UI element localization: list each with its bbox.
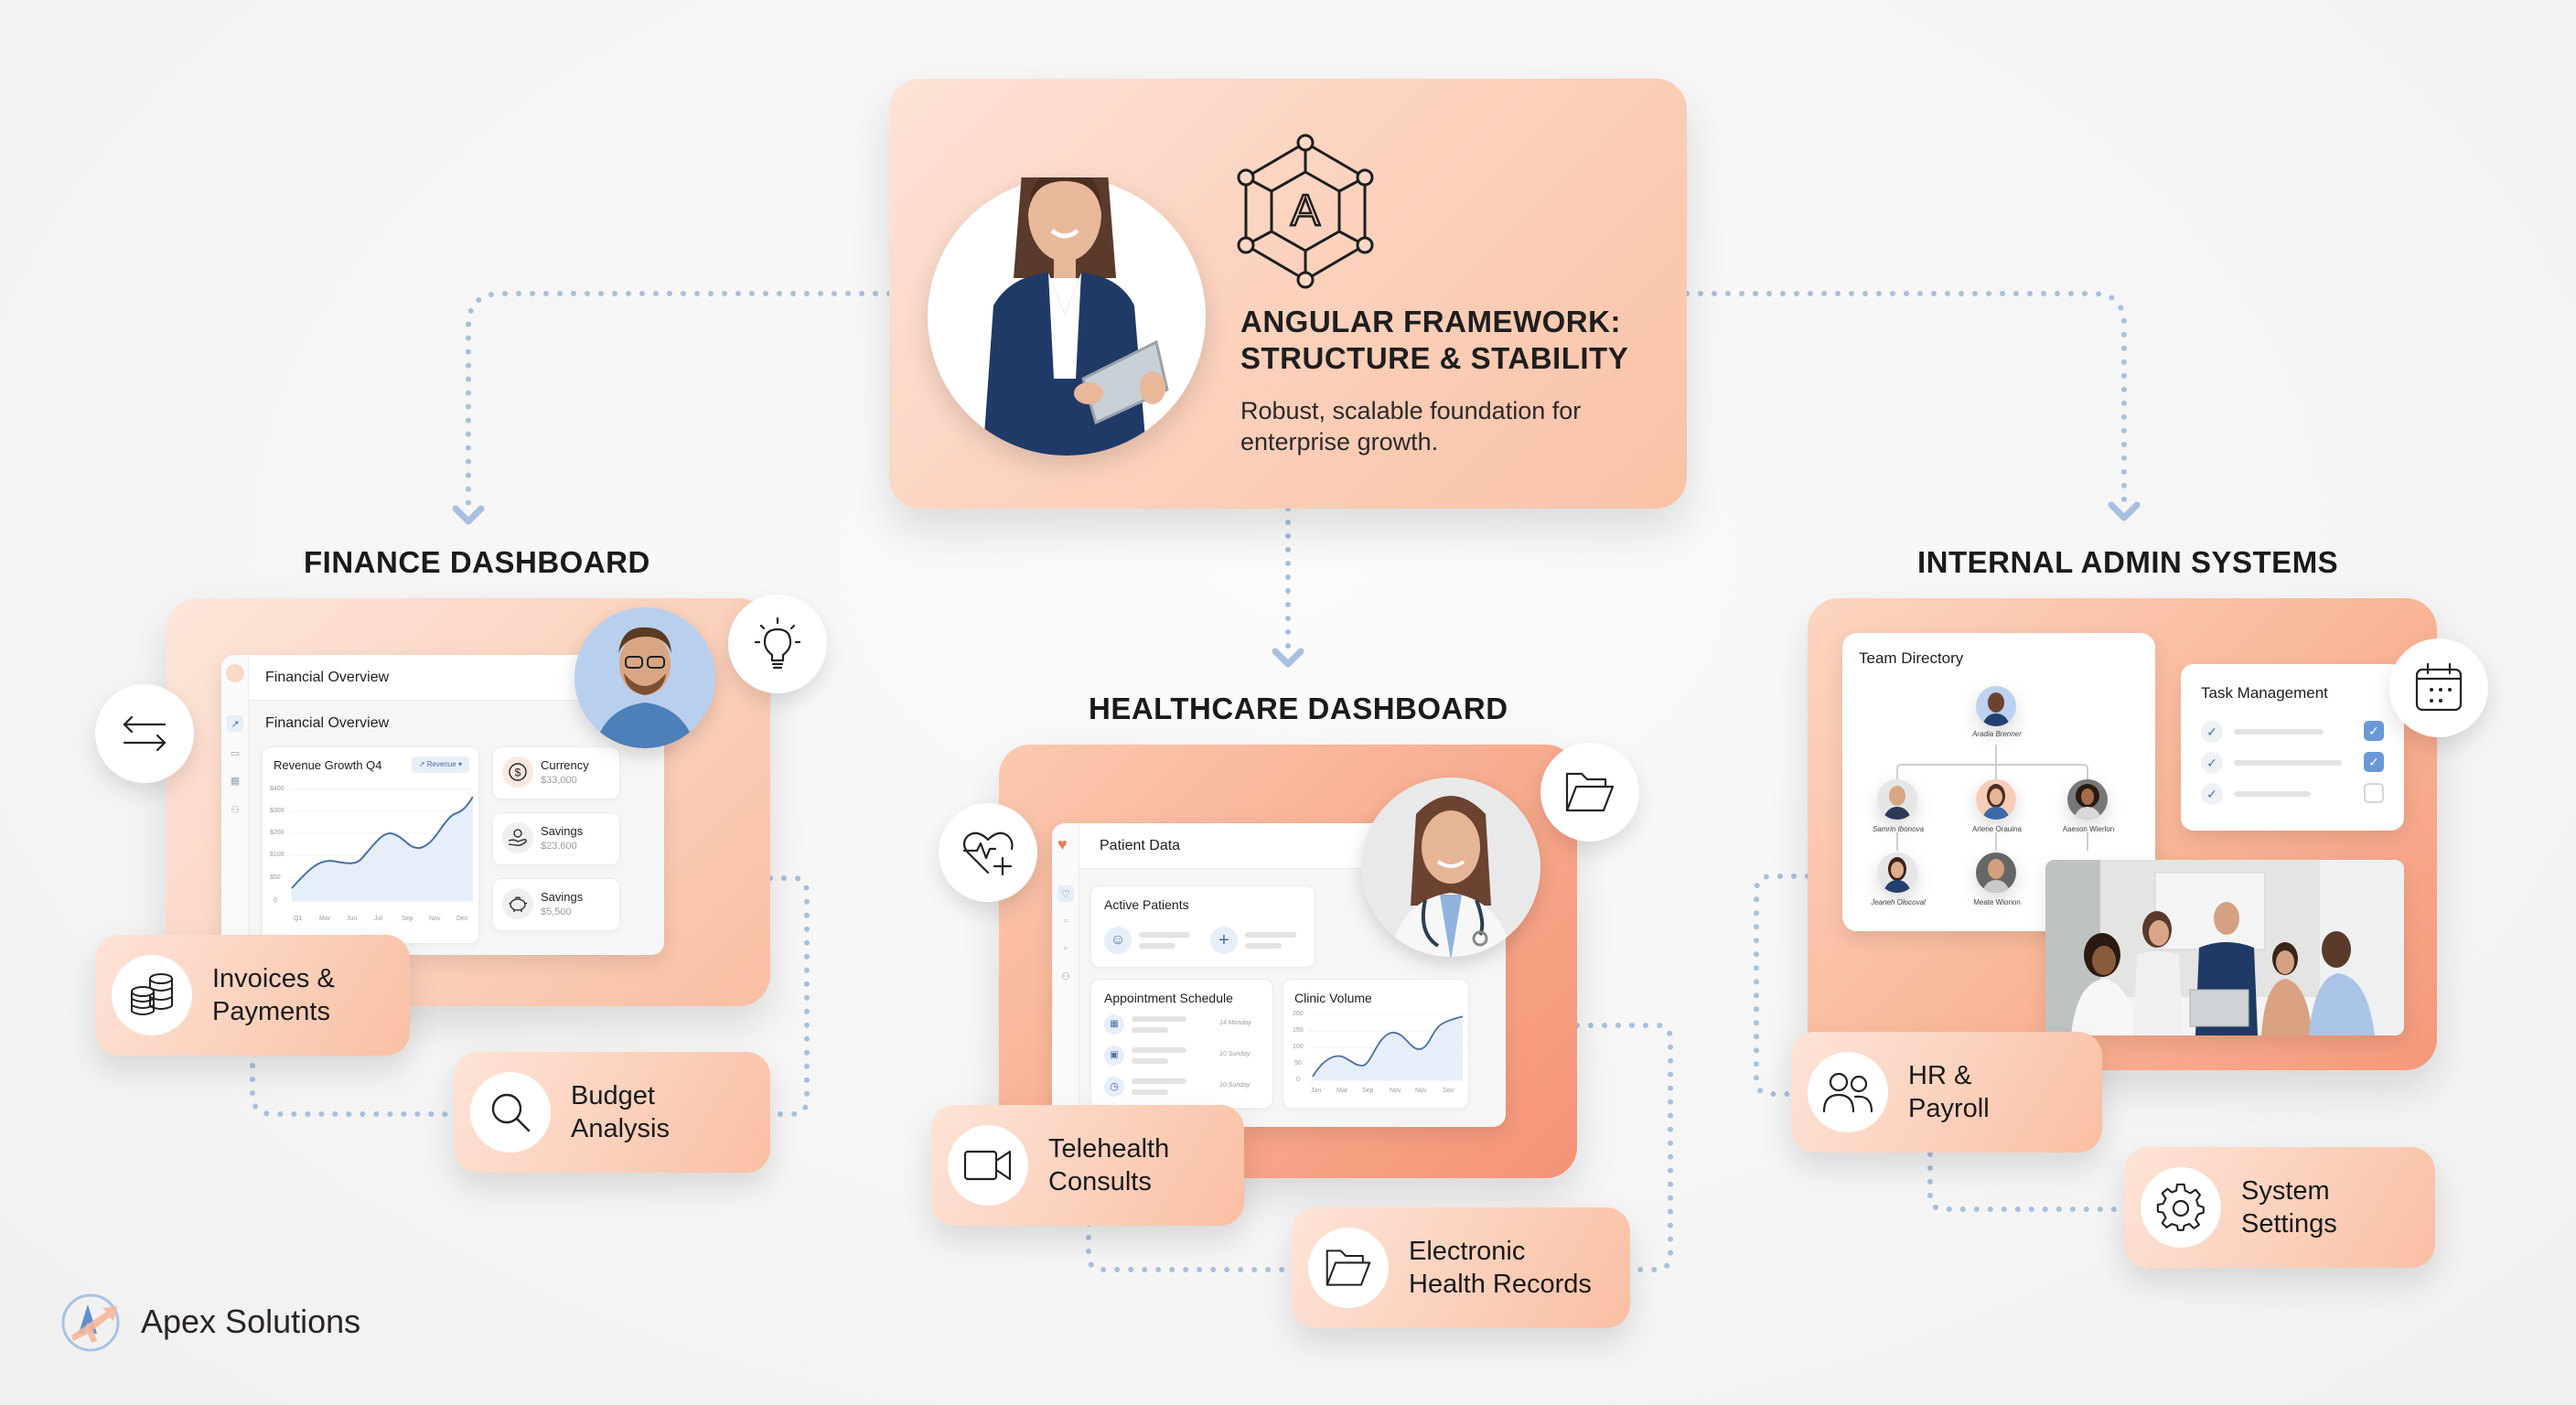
brand-footer: Apex Solutions — [60, 1290, 360, 1354]
folder-open-button[interactable] — [1540, 743, 1639, 842]
svg-text:A: A — [1291, 187, 1320, 235]
piggy-bank-icon — [502, 888, 533, 919]
gear-icon — [2141, 1167, 2221, 1248]
hero-card: A ANGULAR FRAMEWORK: STRUCTURE & STABILI… — [889, 79, 1687, 509]
feature-invoices-payments[interactable]: Invoices & Payments — [95, 935, 410, 1056]
transfer-arrows-button[interactable] — [95, 684, 194, 783]
doctor-avatar — [1361, 778, 1540, 957]
calendar-icon: ▣ — [1104, 1046, 1124, 1066]
calendar-grid-icon: ▦ — [1104, 1014, 1124, 1035]
avatar-root[interactable] — [1976, 686, 2016, 726]
apex-logo-icon — [61, 1293, 120, 1352]
box-icon[interactable]: ▫ — [1064, 916, 1068, 927]
heart-logo-icon: ♥ — [1057, 835, 1068, 853]
heart-pulse-plus-icon — [962, 831, 1014, 876]
avatar-level3-1[interactable] — [1877, 853, 1917, 893]
brand-name: Apex Solutions — [141, 1303, 361, 1340]
users-icon[interactable]: ⚇ — [1061, 971, 1070, 982]
metric-card-savings-2[interactable]: Savings $5,500 — [492, 878, 620, 931]
feature-hr-payroll[interactable]: HR & Payroll — [1791, 1032, 2102, 1153]
revenue-line-chart — [290, 788, 473, 902]
window-title: Patient Data — [1100, 838, 1181, 853]
people-icon — [1808, 1052, 1888, 1132]
card-icon[interactable]: ▭ — [230, 747, 241, 759]
healthcare-sidebar: ♥ ♡ ▫ ▫ ⚇ — [1052, 823, 1079, 1127]
users-icon[interactable]: ⚇ — [231, 804, 240, 816]
feature-budget-analysis[interactable]: Budget Analysis — [454, 1052, 770, 1173]
magnifier-icon — [470, 1072, 551, 1153]
chart-title: Revenue Growth Q4 — [274, 758, 382, 772]
team-directory-card: Team Directory Aradia Brenner Samrin Ibo… — [1842, 633, 2155, 931]
clinic-volume-chart — [1309, 1014, 1465, 1081]
avatar-level2-1[interactable] — [1877, 779, 1917, 820]
angular-hexagon-network-icon: A — [1237, 134, 1374, 289]
section-heading: Financial Overview — [265, 715, 390, 731]
metric-card-currency[interactable]: $ Currency $33,000 — [492, 746, 620, 799]
folder-icon — [1308, 1228, 1389, 1308]
calendar-icon — [2415, 662, 2463, 712]
trend-icon: ↗ — [418, 760, 427, 768]
clock-icon: ◷ — [1104, 1077, 1124, 1097]
businesswoman-photo — [928, 177, 1206, 456]
finance-sidebar: ↗ ▭ ▦ ⚇ — [221, 655, 249, 955]
org-chart-lines — [1896, 745, 2088, 851]
feature-system-settings[interactable]: System Settings — [2124, 1147, 2435, 1268]
task-check-icon: ✓ — [2201, 752, 2223, 774]
revenue-chart-card: Revenue Growth Q4 ↗ Revenue ▾ $400 $300 … — [262, 746, 479, 944]
healthcare-section-title: HEALTHCARE DASHBOARD — [1089, 692, 1508, 725]
hand-coin-icon — [502, 822, 533, 853]
task-management-card: Task Management ✓ ✓ ✓ ✓ ✓ — [2181, 664, 2404, 831]
calendar-button[interactable] — [2389, 638, 2488, 737]
task-checkbox-2[interactable]: ✓ — [2364, 752, 2384, 772]
task-check-icon: ✓ — [2201, 721, 2223, 743]
finance-man-avatar — [574, 607, 715, 748]
grid-icon[interactable]: ▦ — [230, 775, 241, 787]
avatar-level2-3[interactable] — [2067, 779, 2108, 820]
heart-pulse-button[interactable] — [939, 803, 1037, 902]
patient-icon[interactable]: ☺ — [1104, 927, 1132, 954]
finance-section-title: FINANCE DASHBOARD — [304, 545, 650, 579]
trend-icon[interactable]: ↗ — [227, 715, 243, 732]
hero-title: ANGULAR FRAMEWORK: STRUCTURE & STABILITY — [1240, 305, 1629, 375]
clinic-volume-card: Clinic Volume 200 150 100 50 0 Jan Mar S… — [1283, 979, 1469, 1109]
heart-outline-icon[interactable]: ♡ — [1057, 885, 1074, 902]
feature-electronic-health-records[interactable]: Electronic Health Records — [1292, 1207, 1630, 1328]
coins-stack-icon — [112, 955, 192, 1035]
avatar-level3-2[interactable] — [1976, 853, 2016, 893]
task-checkbox-1[interactable]: ✓ — [2364, 721, 2384, 741]
admin-section-title: INTERNAL ADMIN SYSTEMS — [1917, 545, 2339, 579]
active-patients-card: Active Patients ☺ + — [1090, 885, 1315, 968]
transfer-arrows-icon — [123, 715, 166, 752]
lightbulb-icon — [754, 617, 801, 670]
feature-telehealth-consults[interactable]: Telehealth Consults — [931, 1105, 1244, 1226]
avatar-level2-2[interactable] — [1976, 779, 2016, 820]
doc-icon[interactable]: ▫ — [1064, 943, 1068, 954]
metric-card-savings[interactable]: Savings $23,600 — [492, 812, 620, 865]
task-check-icon: ✓ — [2201, 783, 2223, 805]
revenue-chip[interactable]: ↗ Revenue ▾ — [411, 756, 469, 773]
svg-text:$: $ — [515, 767, 521, 779]
appointment-schedule-card: Appointment Schedule ▦ 14 Monday ▣ 10 Su… — [1090, 979, 1273, 1109]
lightbulb-button[interactable] — [728, 595, 827, 693]
task-checkbox-3[interactable] — [2364, 783, 2384, 803]
folder-open-icon — [1565, 772, 1615, 812]
window-title: Financial Overview — [265, 670, 390, 685]
hero-subtitle: Robust, scalable foundation for enterpri… — [1240, 397, 1582, 456]
dollar-coin-icon: $ — [502, 756, 533, 788]
video-camera-icon — [948, 1125, 1028, 1206]
add-patient-icon[interactable]: + — [1210, 927, 1238, 954]
app-logo-dot — [226, 664, 244, 682]
team-meeting-photo — [2045, 860, 2404, 1035]
